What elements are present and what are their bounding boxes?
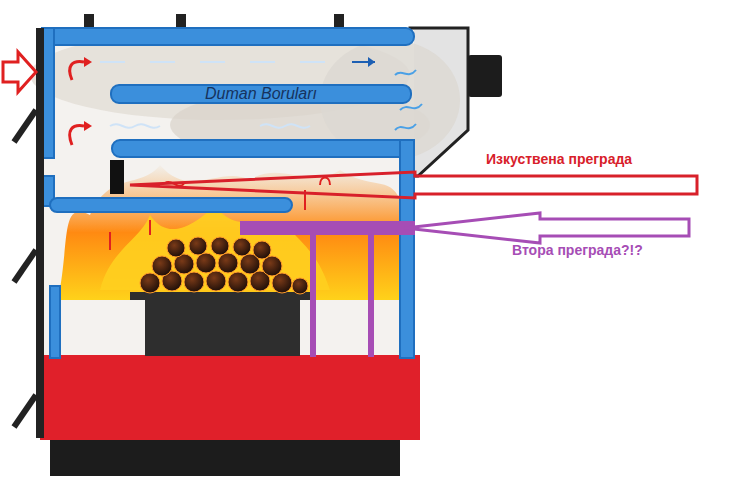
- annotation-label: Изкуствена преграда: [486, 151, 632, 167]
- annotation-label: Втора преграда?!?: [512, 242, 643, 258]
- smoke-tube: Duman Boruları: [110, 84, 412, 104]
- tube-label: Duman Boruları: [205, 85, 317, 103]
